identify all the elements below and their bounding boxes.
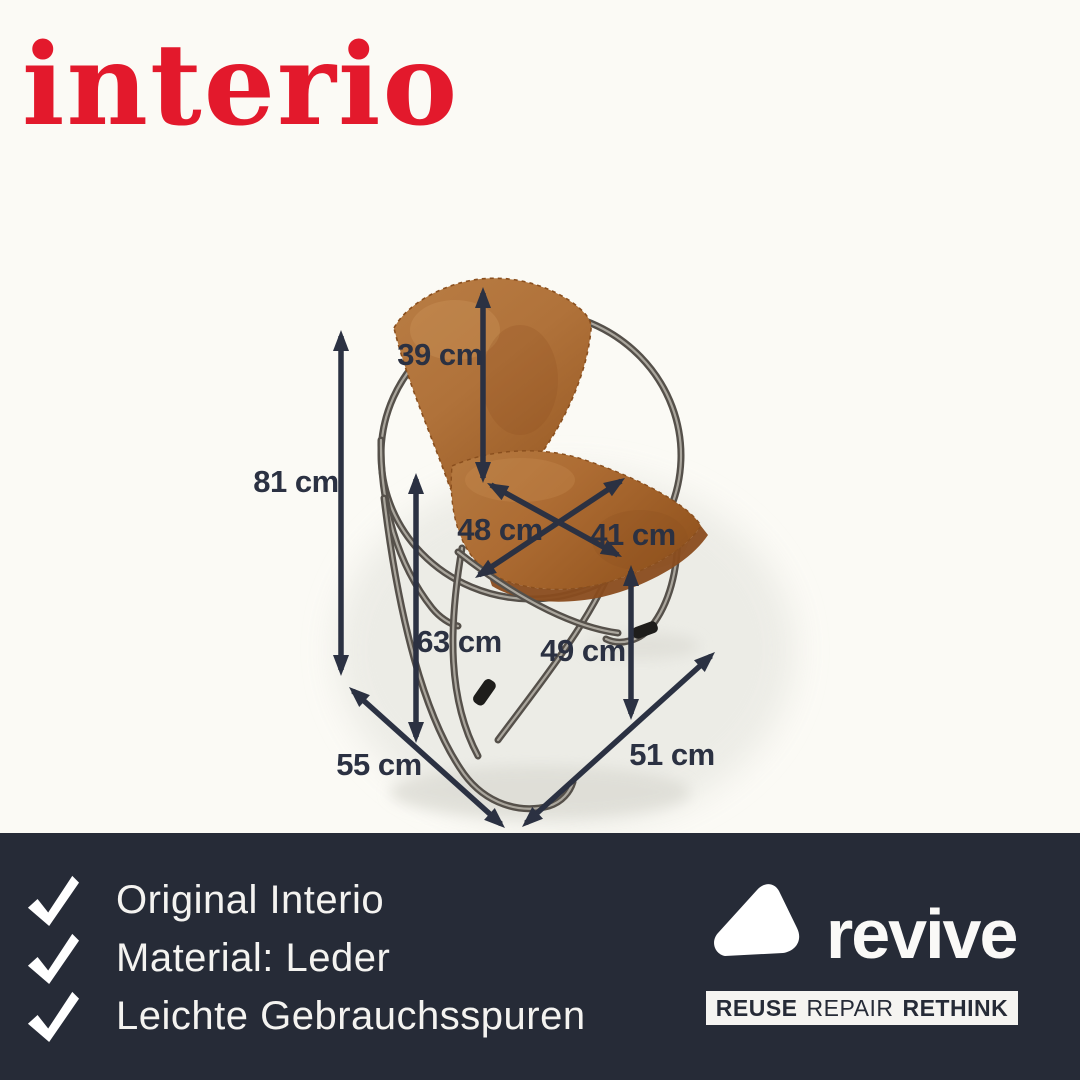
check-icon bbox=[27, 991, 80, 1043]
dimension-arrow-total-depth bbox=[349, 687, 505, 828]
tagline-rethink: RETHINK bbox=[902, 994, 1009, 1021]
dimension-label-seat-depth: 41 cm bbox=[590, 517, 675, 552]
dimension-label-total-width: 51 cm bbox=[629, 737, 714, 772]
reseller-name: revive bbox=[826, 895, 1018, 973]
feature-label: Original Interio bbox=[116, 877, 385, 922]
chair-backrest bbox=[393, 277, 592, 503]
revive-logo-icon bbox=[714, 884, 800, 956]
list-item: Leichte Gebrauchsspuren bbox=[24, 991, 586, 1043]
list-item: Material: Leder bbox=[24, 933, 586, 985]
dimension-arrow-frame-height bbox=[408, 473, 424, 743]
dimension-arrow-seat-height bbox=[623, 565, 639, 720]
dimension-label-seat-width: 48 cm bbox=[457, 512, 542, 547]
check-icon bbox=[27, 933, 80, 985]
dimension-label-total-depth: 55 cm bbox=[336, 747, 421, 782]
tagline-reuse: REUSE bbox=[715, 994, 798, 1021]
dimension-arrow-seat-width bbox=[475, 478, 625, 578]
dimension-arrow-backrest-height bbox=[475, 287, 491, 483]
feature-label: Material: Leder bbox=[116, 935, 391, 980]
dimension-arrow-total-width bbox=[522, 652, 715, 827]
tagline-repair: REPAIR bbox=[806, 994, 894, 1021]
feature-label: Leichte Gebrauchsspuren bbox=[116, 993, 586, 1038]
dimension-label-frame-height: 63 cm bbox=[416, 624, 501, 659]
check-icon bbox=[27, 875, 80, 927]
dimension-arrow-total-height bbox=[333, 330, 349, 676]
feature-list: Original Interio Material: Leder Leichte… bbox=[24, 875, 586, 1043]
footer: Original Interio Material: Leder Leichte… bbox=[0, 833, 1080, 1080]
tagline-badge: REUSE REPAIR RETHINK bbox=[706, 991, 1018, 1025]
dimension-label-backrest-height: 39 cm bbox=[397, 337, 482, 372]
brand-logo: interio bbox=[22, 20, 460, 151]
dimension-label-seat-height: 49 cm bbox=[540, 633, 625, 668]
dimension-label-total-height: 81 cm bbox=[253, 464, 338, 499]
list-item: Original Interio bbox=[24, 875, 586, 927]
dimension-arrow-seat-depth bbox=[487, 482, 622, 558]
